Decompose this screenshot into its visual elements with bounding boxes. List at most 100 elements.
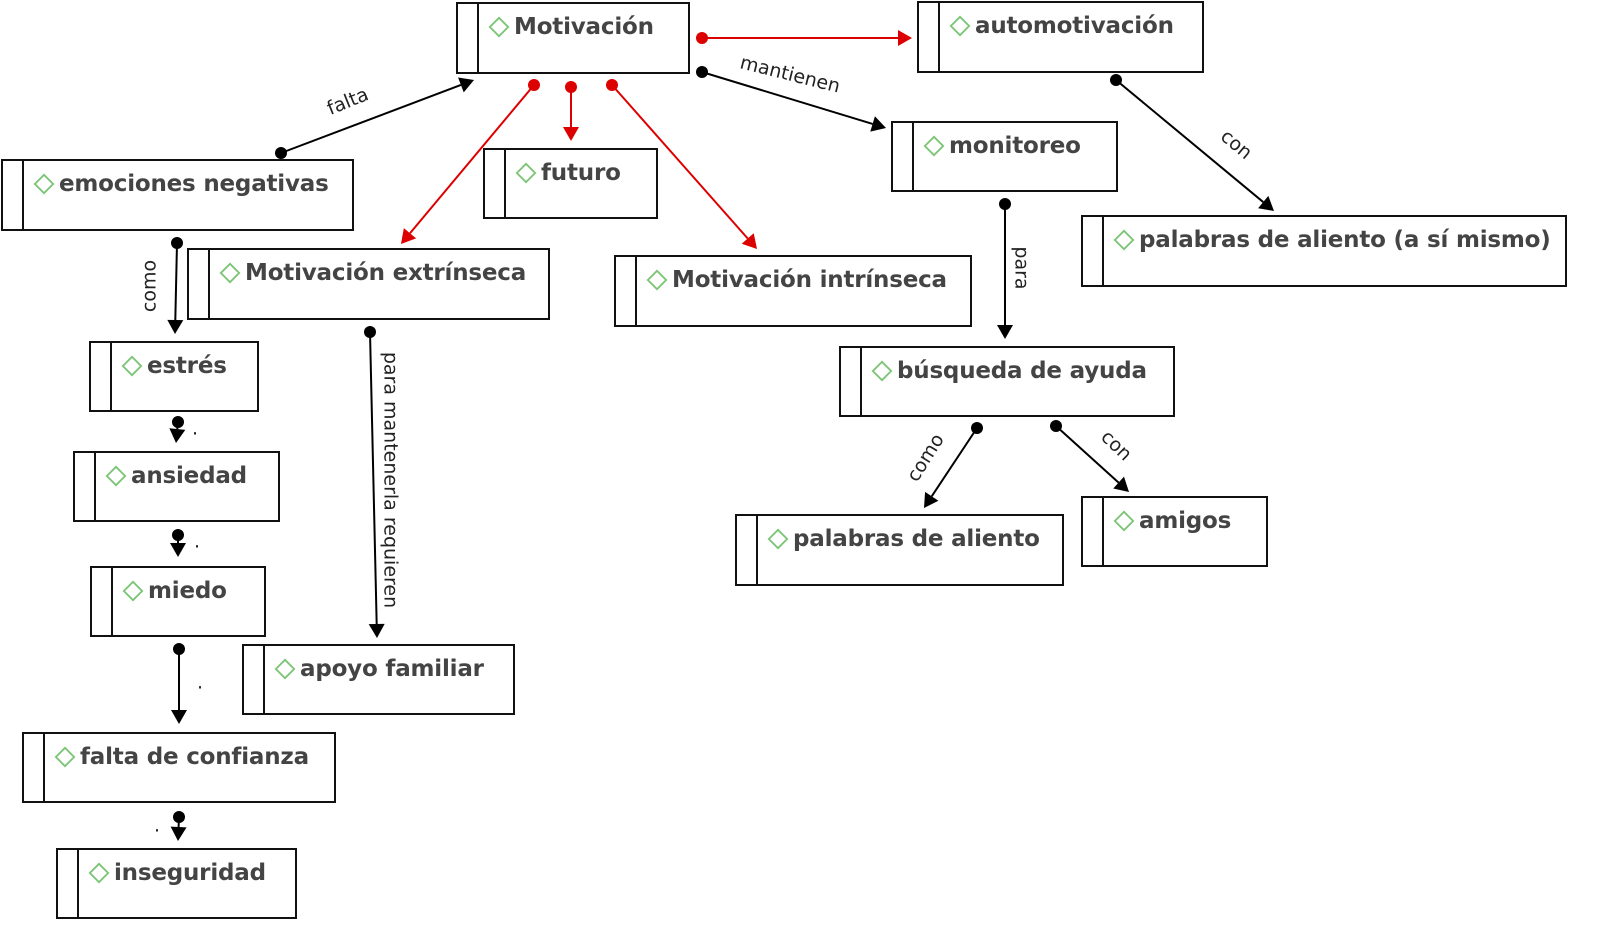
node-label: automotivación: [975, 13, 1174, 39]
edge-line: [174, 242, 178, 321]
node-label: estrés: [147, 353, 227, 379]
edge-start-dot: [971, 422, 983, 434]
arrowhead-icon: [997, 325, 1013, 339]
node-automotivacion[interactable]: automotivación: [917, 1, 1204, 73]
edge-miedo-to-confianza[interactable]: .: [171, 643, 203, 724]
node-label: búsqueda de ayuda: [897, 358, 1147, 384]
node-side-bar: [75, 453, 96, 520]
node-monitoreo[interactable]: monitoreo: [891, 121, 1118, 192]
diamond-icon: [33, 173, 55, 195]
node-content: Motivación intrínseca: [646, 267, 947, 293]
node-side-bar: [58, 850, 79, 917]
edge-line: [280, 84, 462, 154]
node-side-bar: [1083, 217, 1104, 285]
edge-motivacion-to-extrinseca[interactable]: [401, 79, 540, 244]
arrowhead-icon: [563, 127, 579, 141]
node-confianza[interactable]: falta de confianza: [22, 732, 336, 803]
edge-monitoreo-to-busqueda[interactable]: para: [997, 198, 1033, 339]
node-content: Motivación: [488, 14, 654, 40]
arrowhead-icon: [169, 428, 186, 443]
node-label: monitoreo: [949, 133, 1081, 159]
edge-line: [409, 84, 535, 234]
node-content: monitoreo: [923, 133, 1081, 159]
node-inseguridad[interactable]: inseguridad: [56, 848, 297, 919]
node-content: apoyo familiar: [274, 656, 484, 682]
edge-motivacion-to-automotivacion[interactable]: [696, 30, 912, 46]
diamond-icon: [1113, 229, 1135, 251]
edge-start-dot: [696, 32, 708, 44]
node-side-bar: [893, 123, 914, 190]
edge-ansiedad-to-miedo[interactable]: .: [170, 529, 200, 557]
edge-motivacion-to-intrinseca[interactable]: [606, 79, 757, 249]
node-side-bar: [737, 516, 758, 584]
edge-label: para mantenerla requieren: [380, 352, 402, 608]
node-apoyo[interactable]: apoyo familiar: [242, 644, 515, 715]
node-side-bar: [244, 646, 265, 713]
node-content: palabras de aliento: [767, 526, 1040, 552]
node-content: inseguridad: [88, 860, 266, 886]
node-content: Motivación extrínseca: [219, 260, 526, 286]
node-side-bar: [189, 250, 210, 318]
arrowhead-icon: [741, 233, 757, 249]
edge-confianza-to-inseguridad[interactable]: .: [154, 811, 187, 841]
arrowhead-icon: [171, 710, 187, 724]
edge-label: .: [197, 672, 203, 694]
edge-start-dot: [696, 66, 708, 78]
node-side-bar: [485, 150, 506, 217]
node-palabras[interactable]: palabras de aliento: [735, 514, 1064, 586]
arrowhead-icon: [1258, 195, 1274, 211]
node-emociones[interactable]: emociones negativas: [1, 159, 354, 231]
node-side-bar: [92, 568, 113, 635]
edge-label: .: [154, 815, 160, 837]
node-content: palabras de aliento (a sí mismo): [1113, 227, 1551, 253]
edge-start-dot: [172, 416, 184, 428]
node-content: ansiedad: [105, 463, 247, 489]
node-side-bar: [91, 343, 112, 410]
edge-line: [611, 84, 749, 240]
diamond-icon: [219, 262, 241, 284]
edge-motivacion-to-futuro[interactable]: [563, 81, 579, 141]
diamond-icon: [515, 162, 537, 184]
node-content: búsqueda de ayuda: [871, 358, 1147, 384]
node-label: inseguridad: [114, 860, 266, 886]
node-content: falta de confianza: [54, 744, 309, 770]
edge-automotivacion-to-palabras_mismo[interactable]: con: [1110, 74, 1274, 211]
node-label: emociones negativas: [59, 171, 329, 197]
edge-busqueda-to-amigos[interactable]: con: [1050, 420, 1136, 492]
edge-motivacion-to-monitoreo[interactable]: mantienen: [696, 51, 886, 132]
node-amigos[interactable]: amigos: [1081, 496, 1268, 567]
edge-estres-to-ansiedad[interactable]: .: [169, 416, 198, 443]
node-extrinseca[interactable]: Motivación extrínseca: [187, 248, 550, 320]
edge-emociones-to-motivacion[interactable]: falta: [275, 77, 474, 159]
edge-emociones-to-estres[interactable]: como: [139, 237, 184, 334]
edge-start-dot: [528, 79, 540, 91]
node-label: ansiedad: [131, 463, 247, 489]
arrowhead-icon: [368, 623, 385, 638]
diamond-icon: [1113, 510, 1135, 532]
arrowhead-icon: [458, 77, 474, 93]
edge-start-dot: [606, 79, 618, 91]
node-label: amigos: [1139, 508, 1232, 534]
node-side-bar: [3, 161, 24, 229]
node-estres[interactable]: estrés: [89, 341, 259, 412]
node-futuro[interactable]: futuro: [483, 148, 658, 219]
node-side-bar: [1083, 498, 1104, 565]
edge-label: con: [1096, 426, 1136, 466]
node-label: apoyo familiar: [300, 656, 484, 682]
diamond-icon: [949, 15, 971, 37]
diamond-icon: [88, 862, 110, 884]
node-motivacion[interactable]: Motivación: [456, 2, 690, 74]
node-label: palabras de aliento: [793, 526, 1040, 552]
node-busqueda[interactable]: búsqueda de ayuda: [839, 346, 1175, 417]
edge-start-dot: [173, 643, 185, 655]
node-label: palabras de aliento (a sí mismo): [1139, 227, 1551, 253]
edge-start-dot: [1110, 74, 1122, 86]
node-palabras_mismo[interactable]: palabras de aliento (a sí mismo): [1081, 215, 1567, 287]
node-ansiedad[interactable]: ansiedad: [73, 451, 280, 522]
node-content: miedo: [122, 578, 227, 604]
edge-busqueda-to-palabras[interactable]: como: [902, 422, 983, 508]
edge-label: para: [1011, 246, 1033, 289]
node-miedo[interactable]: miedo: [90, 566, 266, 637]
node-intrinseca[interactable]: Motivación intrínseca: [614, 255, 972, 327]
edge-extrinseca-to-apoyo[interactable]: para mantenerla requieren: [364, 326, 402, 638]
